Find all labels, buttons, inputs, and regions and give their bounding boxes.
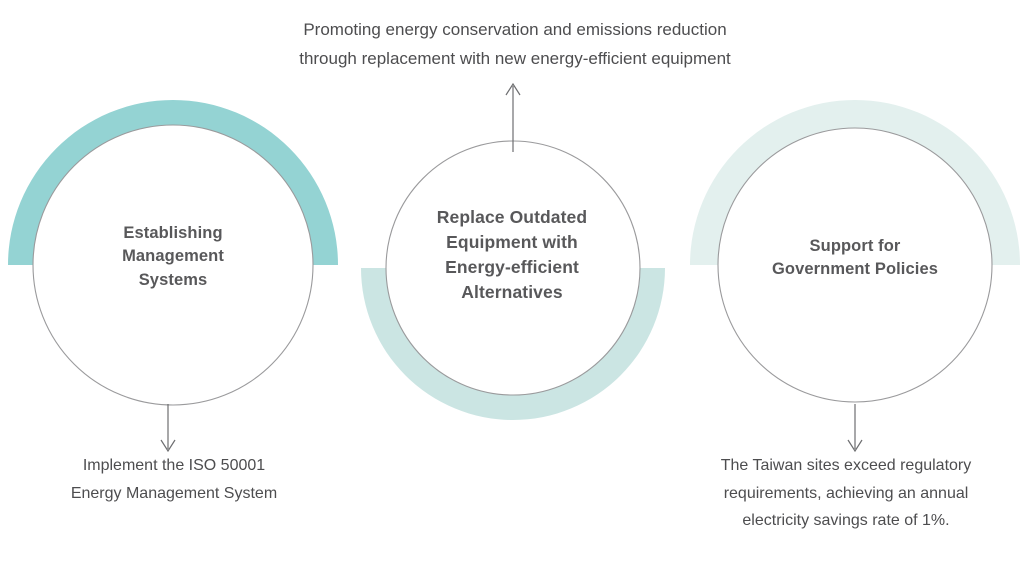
arc-ring-bottom-teal	[361, 268, 665, 420]
node-title-replace-outdated-equipment: Replace Outdated Equipment with Energy-e…	[436, 207, 588, 302]
node-support-for-government-policies[interactable]	[690, 100, 1020, 403]
caption-top-promoting-energy-conservation: Promoting energy conservation and emissi…	[299, 20, 731, 69]
node-title-establishing-management-systems: Establishing Management Systems	[122, 224, 224, 289]
arrow-up-to-top-caption	[505, 82, 521, 152]
node-replace-outdated-equipment[interactable]	[361, 140, 665, 420]
arrow-down-to-right-caption	[847, 404, 863, 453]
node-establishing-management-systems[interactable]	[8, 100, 338, 406]
arc-ring-top-teal	[8, 100, 338, 265]
arc-ring-top-teal	[690, 100, 1020, 265]
arrow-down-to-left-caption	[160, 404, 176, 453]
node-title-support-for-government-policies: Support for Government Policies	[771, 237, 939, 279]
circle-body	[32, 124, 314, 406]
caption-left-iso-50001: Implement the ISO 50001 Energy Managemen…	[70, 457, 278, 502]
circle-body	[717, 127, 993, 403]
caption-right-taiwan-sites: The Taiwan sites exceed regulatory requi…	[720, 457, 972, 530]
